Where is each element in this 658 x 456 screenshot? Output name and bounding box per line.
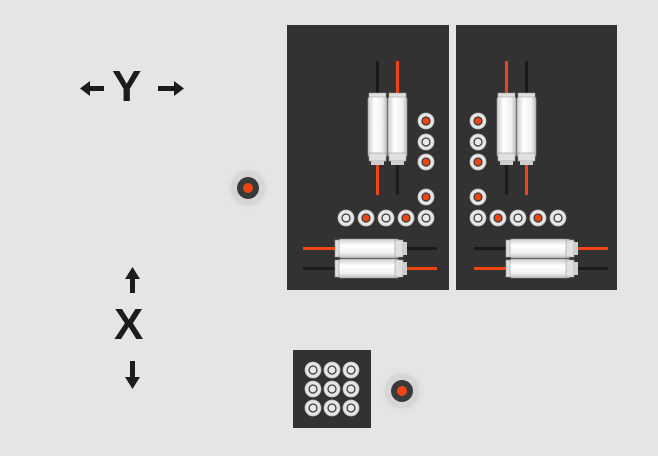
standalone-port-left [224, 164, 272, 212]
small-panel-port-4 [304, 380, 322, 398]
left-panel-port-col-2 [417, 133, 435, 151]
small-panel-port-3 [342, 361, 360, 379]
left-panel-connector-h1 [303, 238, 437, 259]
small-panel-port-5 [323, 380, 341, 398]
left-panel-port-row-5 [417, 209, 435, 227]
y-left-arrow-icon [80, 81, 104, 96]
standalone-port-bottom [378, 367, 426, 415]
left-panel-connector-v2 [387, 61, 408, 195]
y-right-arrow-icon [158, 81, 184, 96]
right-panel-connector-v2 [516, 61, 537, 195]
small-panel-port-8 [323, 399, 341, 417]
left-panel-port-row-3 [377, 209, 395, 227]
small-panel-port-9 [342, 399, 360, 417]
right-panel-port-col-2 [469, 133, 487, 151]
y-axis-label: Y [112, 62, 142, 111]
x-down-arrow-icon [125, 361, 140, 389]
right-panel-port-col-4 [469, 188, 487, 206]
left-panel-port-row-1 [337, 209, 355, 227]
small-panel-port-7 [304, 399, 322, 417]
right-panel-port-row-1 [469, 209, 487, 227]
right-panel-port-col-3 [469, 153, 487, 171]
right-panel-port-col-1 [469, 112, 487, 130]
left-panel-port-col-4 [417, 188, 435, 206]
left-panel-port-row-4 [397, 209, 415, 227]
left-panel-connector-h2 [303, 258, 437, 279]
right-panel-connector-v1 [496, 61, 517, 195]
x-axis-label: X [114, 300, 144, 349]
right-panel-port-row-3 [509, 209, 527, 227]
right-panel-port-row-5 [549, 209, 567, 227]
right-panel-port-row-4 [529, 209, 547, 227]
right-panel-connector-h2 [474, 258, 608, 279]
left-panel-port-row-2 [357, 209, 375, 227]
x-up-arrow-icon [125, 267, 140, 293]
right-panel-connector-h1 [474, 238, 608, 259]
left-panel-connector-v1 [367, 61, 388, 195]
left-panel-port-col-3 [417, 153, 435, 171]
right-panel-port-row-2 [489, 209, 507, 227]
small-panel-port-1 [304, 361, 322, 379]
left-panel-port-col-1 [417, 112, 435, 130]
small-panel-port-6 [342, 380, 360, 398]
small-panel-port-2 [323, 361, 341, 379]
